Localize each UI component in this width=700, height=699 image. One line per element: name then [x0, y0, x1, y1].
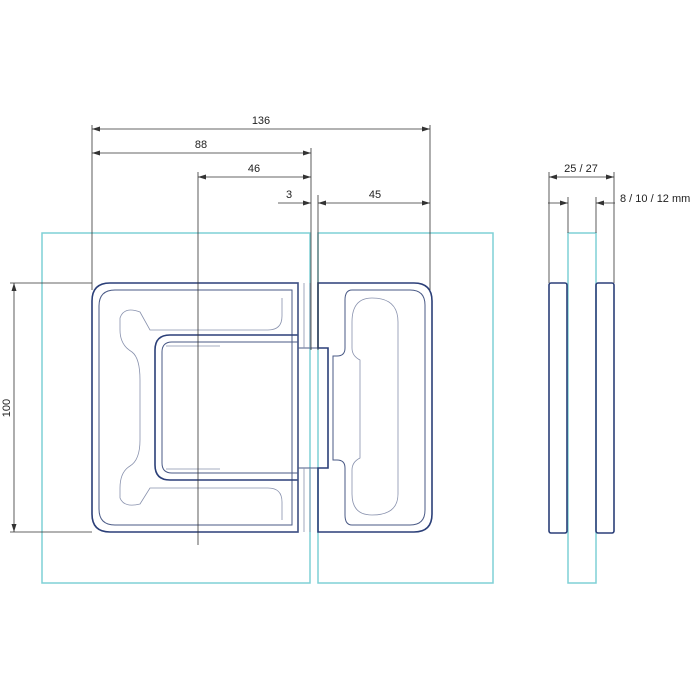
dim-label-45: 45	[369, 189, 381, 201]
extension-lines	[10, 125, 615, 545]
dim-label-glass-thickness: 8 / 10 / 12 mm	[620, 193, 690, 205]
dimension-3: 3	[278, 189, 311, 206]
left-glass-panel	[41, 232, 311, 584]
dimension-88: 88	[92, 139, 311, 156]
side-plate-left	[548, 282, 568, 534]
right-glass-panel	[317, 232, 494, 584]
hinge-pivot-block	[297, 283, 329, 532]
dim-label-88: 88	[195, 139, 207, 151]
dimension-46: 46	[198, 163, 311, 180]
dim-label-136: 136	[252, 115, 270, 127]
dim-label-100: 100	[1, 399, 13, 417]
dim-label-25-27: 25 / 27	[564, 163, 598, 175]
side-plate-right	[595, 282, 615, 534]
dim-label-3: 3	[286, 189, 292, 201]
dim-label-46: 46	[248, 163, 260, 175]
side-glass	[567, 232, 597, 584]
hinge-left-body	[91, 282, 299, 533]
dimension-136: 136	[92, 115, 430, 132]
dimension-100: 100	[1, 283, 17, 532]
dimension-45: 45	[318, 189, 430, 206]
hinge-right-body	[317, 282, 433, 533]
dimension-glass-thickness: 8 / 10 / 12 mm	[548, 193, 690, 206]
dimension-25-27: 25 / 27	[549, 163, 614, 180]
